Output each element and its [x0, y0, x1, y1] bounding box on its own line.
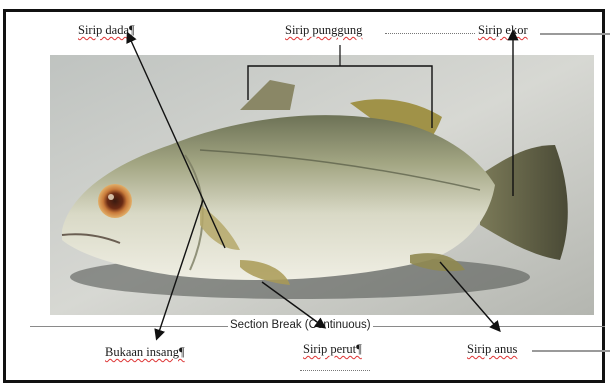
tab-leader [532, 350, 610, 352]
fish-photo [50, 55, 594, 315]
label-sirip-anus: Sirip anus [467, 342, 517, 357]
label-bukaan-insang: Bukaan insang¶ [105, 345, 185, 360]
label-sirip-dada: Sirip dada¶ [78, 23, 135, 38]
tab-leader [540, 33, 610, 35]
leader-dots [300, 370, 370, 371]
label-sirip-punggung: Sirip punggung [285, 23, 362, 38]
leader-dots [385, 33, 475, 34]
label-sirip-perut: Sirip perut¶ [303, 342, 362, 357]
section-break-label: Section Break (Continuous) [228, 319, 373, 331]
label-sirip-ekor: Sirip ekor [478, 23, 528, 38]
